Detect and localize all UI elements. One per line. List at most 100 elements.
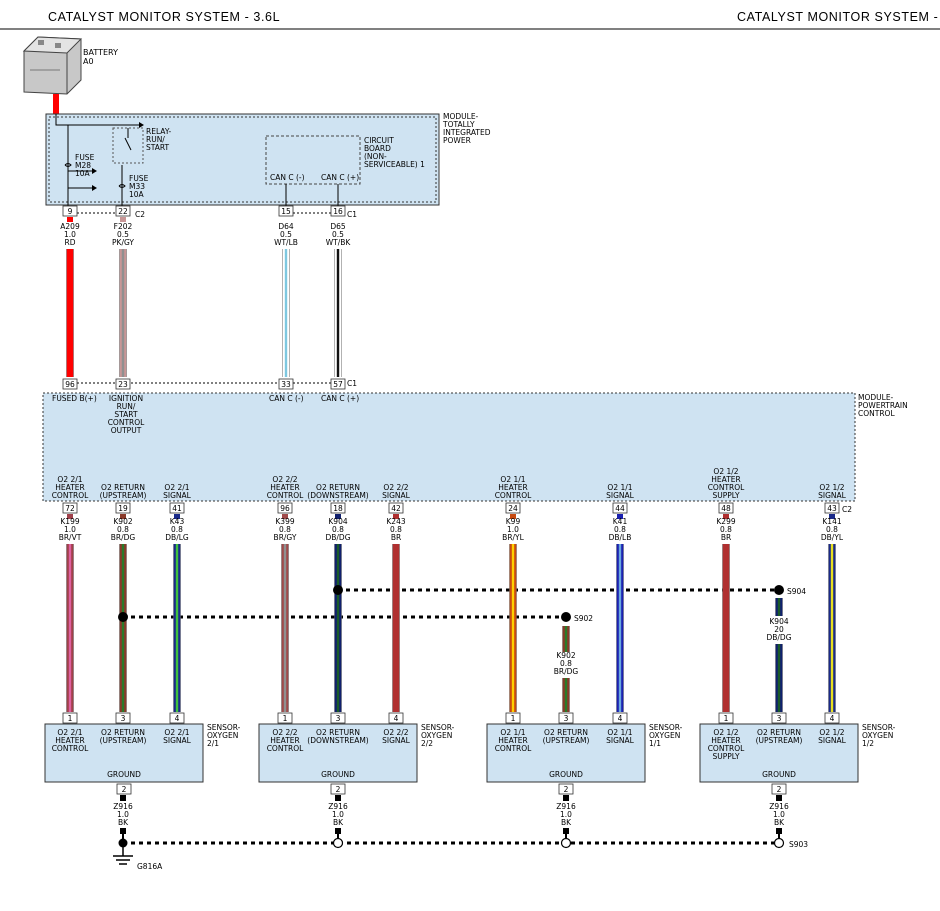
wire-k902-branch [562, 626, 570, 652]
svg-text:0.5: 0.5 [280, 230, 292, 239]
svg-text:2/1: 2/1 [207, 739, 219, 748]
svg-text:Z916: Z916 [769, 802, 789, 811]
tipm-pin-22: 22 [115, 205, 131, 217]
svg-text:4: 4 [830, 714, 835, 723]
splice-dot-s902-left [118, 612, 128, 622]
pcm-pin-96: 96 [62, 378, 78, 390]
pcm-connector-c1: C1 [347, 379, 357, 388]
svg-text:4: 4 [175, 714, 180, 723]
sensor-ground-pin: 2 [330, 783, 346, 795]
svg-text:BK: BK [774, 818, 785, 827]
svg-text:K904: K904 [769, 617, 788, 626]
wire-k43 [173, 544, 181, 712]
wire-a209 [66, 249, 74, 377]
svg-text:O2 2/2: O2 2/2 [383, 483, 408, 492]
svg-text:TOTALLY: TOTALLY [442, 120, 475, 129]
svg-text:RUN/: RUN/ [117, 402, 136, 411]
svg-text:D64: D64 [278, 222, 294, 231]
page-title-continued: CATALYST MONITOR SYSTEM - [737, 10, 939, 24]
svg-text:4: 4 [394, 714, 399, 723]
svg-text:57: 57 [333, 380, 343, 389]
svg-text:M28: M28 [75, 161, 91, 170]
sensor-pin-label: O2 RETURN(DOWNSTREAM) [307, 728, 369, 745]
tipm-module [45, 113, 440, 206]
svg-text:19: 19 [118, 504, 128, 513]
svg-text:1.0: 1.0 [117, 810, 129, 819]
svg-text:RUN/: RUN/ [146, 135, 165, 144]
pcm-pin-stub [335, 514, 341, 519]
svg-text:O2 1/2: O2 1/2 [819, 483, 844, 492]
ground-stub [563, 828, 569, 834]
pcm-pin-stub [282, 514, 288, 519]
svg-text:O2 1/1: O2 1/1 [500, 728, 525, 737]
svg-text:1.0: 1.0 [64, 525, 76, 534]
svg-text:1/2: 1/2 [862, 739, 874, 748]
pcm-pin-stub [393, 514, 399, 519]
sensor-ground-pin: 2 [558, 783, 574, 795]
wire-k902-to-sensor-2-1 [119, 617, 127, 712]
svg-text:SENSOR-: SENSOR- [862, 723, 896, 732]
svg-text:O2 1/2: O2 1/2 [713, 728, 738, 737]
svg-text:23: 23 [118, 380, 128, 389]
svg-text:A209: A209 [60, 222, 80, 231]
svg-text:0.8: 0.8 [171, 525, 183, 534]
svg-text:16: 16 [333, 207, 343, 216]
wire-k199 [66, 544, 74, 712]
svg-text:0.8: 0.8 [390, 525, 402, 534]
svg-text:HEATER: HEATER [270, 736, 299, 745]
svg-text:BOARD: BOARD [364, 144, 391, 153]
relay-icon [112, 127, 144, 164]
pcm-module [42, 392, 856, 502]
ground-splice-dot [560, 837, 572, 849]
svg-text:3: 3 [121, 714, 126, 723]
svg-text:SIGNAL: SIGNAL [818, 491, 847, 500]
svg-text:SUPPLY: SUPPLY [712, 752, 739, 761]
svg-text:1.0: 1.0 [507, 525, 519, 534]
tipm-pin-9: 9 [62, 205, 78, 217]
wire-d65 [334, 249, 342, 377]
ground-stub [335, 795, 341, 801]
ground-splice-dot [332, 837, 344, 849]
k904-branch-label: K904 20 DB/DG [766, 617, 791, 642]
svg-text:O2 2/1: O2 2/1 [164, 483, 189, 492]
svg-text:K902: K902 [113, 517, 132, 526]
pcm-pin-41: 41 [169, 502, 185, 514]
svg-text:K243: K243 [386, 517, 405, 526]
pcm-pin-label-can-minus: CAN C (-) [269, 394, 304, 403]
page-title: CATALYST MONITOR SYSTEM - 3.6L [48, 10, 281, 24]
svg-text:BK: BK [118, 818, 129, 827]
svg-text:OXYGEN: OXYGEN [649, 731, 680, 740]
svg-text:SIGNAL: SIGNAL [606, 736, 635, 745]
tipm-can-minus-label: CAN C (-) [270, 173, 305, 182]
svg-text:SUPPLY: SUPPLY [712, 491, 739, 500]
svg-text:K99: K99 [506, 517, 521, 526]
svg-text:2: 2 [336, 785, 341, 794]
splice-s904-label: S904 [787, 587, 806, 596]
svg-text:0.8: 0.8 [614, 525, 626, 534]
svg-text:CONTROL: CONTROL [858, 409, 895, 418]
svg-text:CONTROL: CONTROL [495, 491, 532, 500]
svg-text:K902: K902 [556, 651, 575, 660]
svg-text:K399: K399 [275, 517, 294, 526]
battery-icon [22, 36, 83, 95]
svg-text:BK: BK [333, 818, 344, 827]
svg-text:Z916: Z916 [328, 802, 348, 811]
svg-text:CIRCUIT: CIRCUIT [364, 136, 394, 145]
svg-text:41: 41 [172, 504, 182, 513]
svg-text:0.8: 0.8 [826, 525, 838, 534]
svg-text:BR/VT: BR/VT [59, 533, 82, 542]
pcm-pin-72: 72 [62, 502, 78, 514]
svg-text:10A: 10A [129, 190, 145, 199]
